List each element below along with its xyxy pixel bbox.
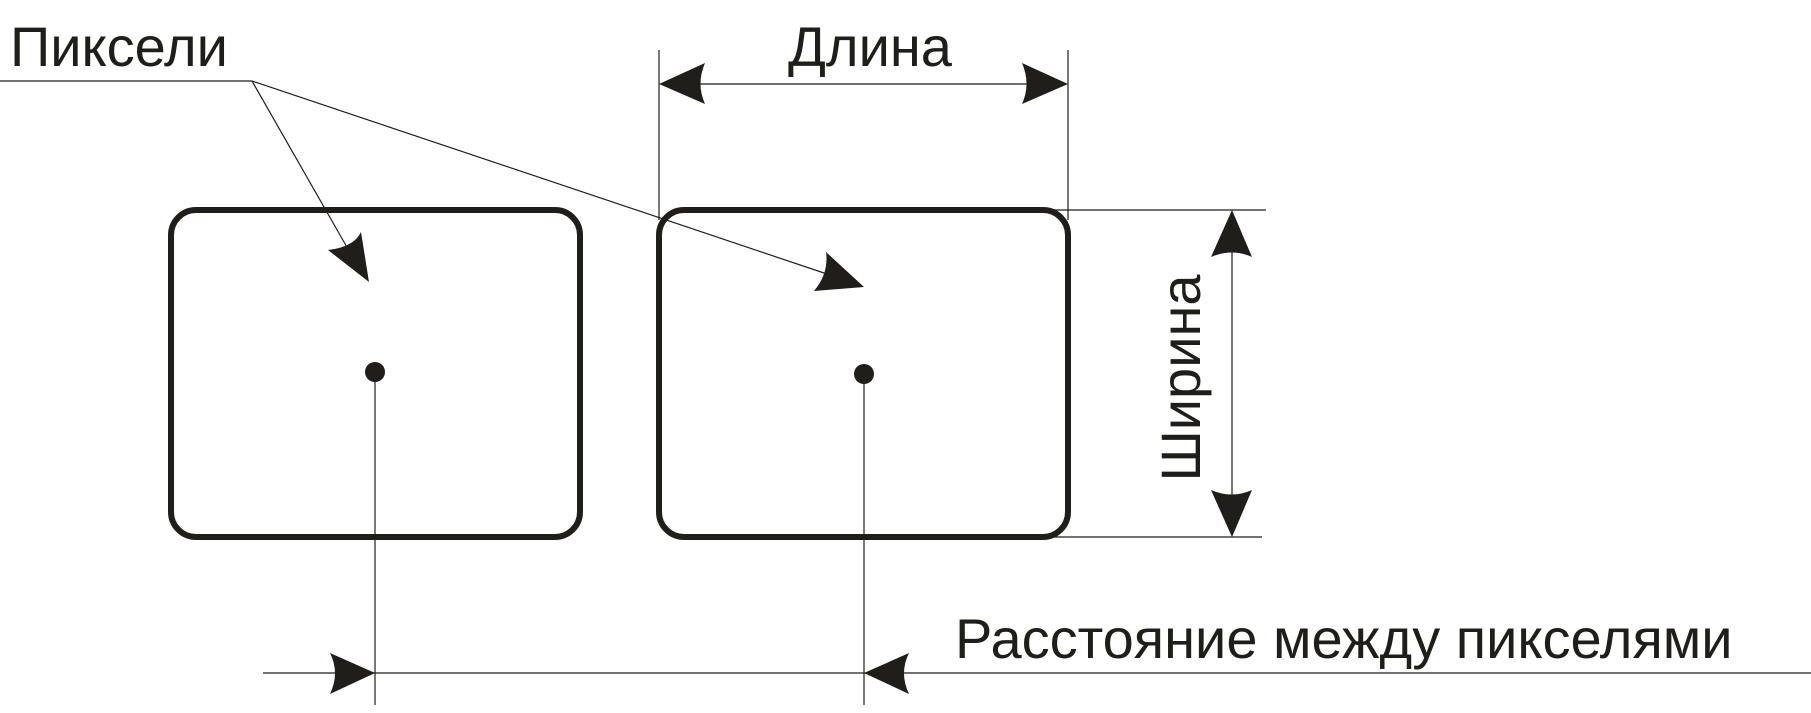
width-arrow-top bbox=[1211, 210, 1252, 257]
length-label: Длина bbox=[788, 15, 953, 78]
width-dimension bbox=[1050, 209, 1266, 538]
length-arrow-left bbox=[659, 63, 705, 104]
pixels-leader bbox=[0, 80, 864, 291]
pixels-arrow-right bbox=[814, 252, 864, 291]
length-arrow-right bbox=[1022, 63, 1068, 104]
distance-arrow-left bbox=[330, 653, 375, 694]
length-dimension bbox=[658, 50, 1069, 220]
pixels-arrow-left bbox=[328, 232, 369, 282]
pixel-center-right bbox=[854, 364, 874, 384]
pixel-distance-dimension bbox=[263, 382, 1811, 705]
pixels-label: Пиксели bbox=[10, 15, 228, 78]
pixel-center-left bbox=[365, 362, 385, 382]
width-arrow-bottom bbox=[1211, 490, 1252, 537]
distance-arrow-right bbox=[864, 653, 909, 694]
width-label: Ширина bbox=[1149, 274, 1212, 482]
pixel-distance-label: Расстояние между пикселями bbox=[955, 607, 1733, 670]
